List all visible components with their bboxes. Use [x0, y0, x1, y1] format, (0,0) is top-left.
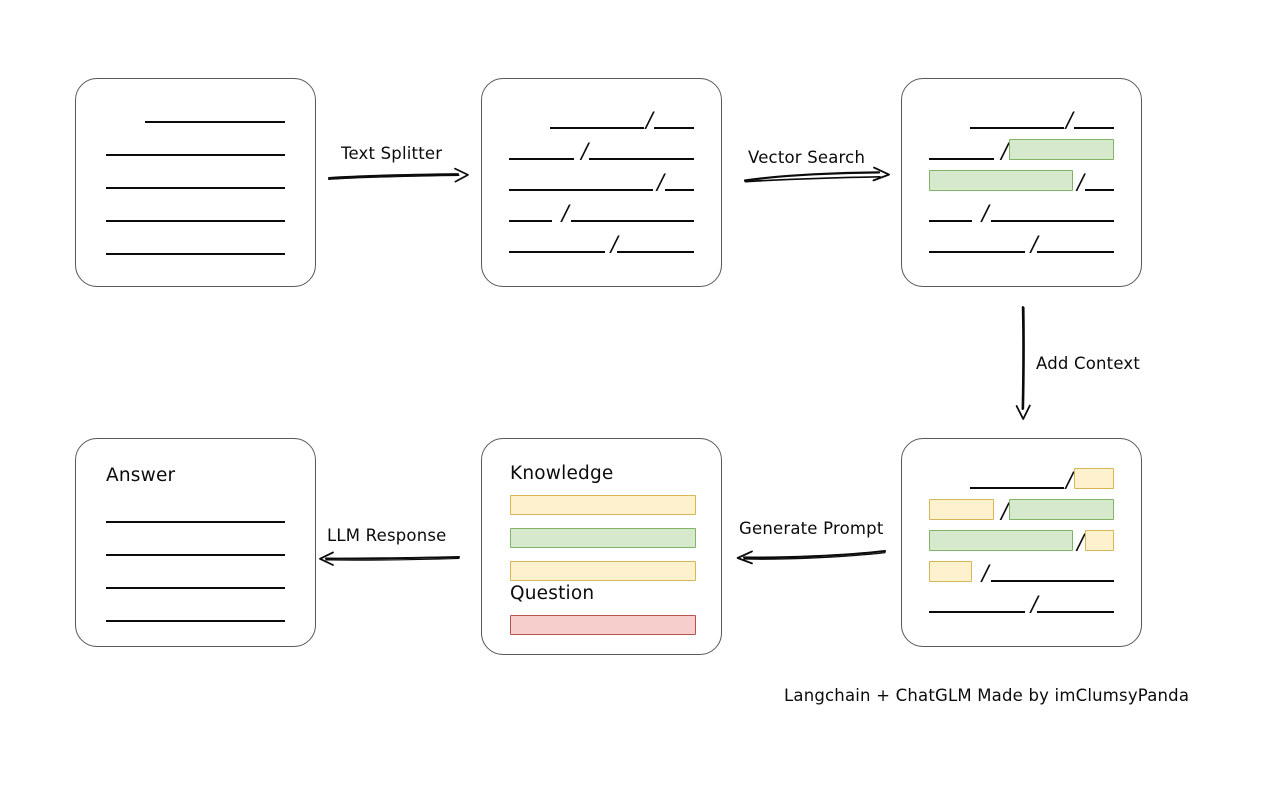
line-1-1-rule — [145, 121, 285, 123]
arrow-llm-response — [319, 551, 461, 566]
line-4-right-rule — [990, 220, 1114, 222]
line-2-right-green-chunk — [1008, 499, 1114, 520]
line-2-separator: / — [581, 139, 589, 163]
line-1-left-rule — [969, 487, 1065, 489]
line-4-left-yellow-chunk — [929, 561, 973, 582]
line-2-left-rule — [509, 158, 574, 160]
line-4-separator: / — [981, 201, 989, 225]
line-2-separator: / — [1001, 499, 1009, 523]
line-1-right-rule — [654, 127, 694, 129]
line-3-separator: / — [657, 170, 665, 194]
line-3-right-rule — [665, 189, 694, 191]
line-3-right-yellow-chunk — [1085, 530, 1114, 551]
line-4-left-rule — [509, 220, 553, 222]
edge-label-llm-response: LLM Response — [327, 526, 447, 545]
node-split-chunks[interactable]: / / / / / — [481, 78, 722, 287]
line-1-separator: / — [1065, 108, 1073, 132]
question-heading: Question — [510, 583, 595, 604]
line-5-left-rule — [929, 611, 1026, 613]
line-5-left-rule — [929, 251, 1026, 253]
edge-label-generate-prompt: Generate Prompt — [739, 519, 884, 538]
edge-label-text-splitter: Text Splitter — [341, 144, 443, 163]
line-2-right-rule — [588, 158, 694, 160]
line-1-right-rule — [1074, 127, 1114, 129]
line-2-left-rule — [929, 158, 994, 160]
line-3-separator: / — [1077, 170, 1085, 194]
line-1-right-yellow-chunk — [1074, 468, 1114, 489]
node-source-document[interactable] — [75, 78, 316, 287]
line-5-right-rule — [617, 251, 694, 253]
line-4-1-rule — [106, 220, 285, 222]
line-4-separator: / — [981, 561, 989, 585]
line-3-left-rule — [509, 189, 654, 191]
node-context-chunks[interactable]: / / / / / — [901, 438, 1142, 647]
credit-text: Langchain + ChatGLM Made by imClumsyPand… — [784, 686, 1190, 705]
line-3-left-green-chunk — [929, 170, 1074, 191]
line-5-separator: / — [1030, 592, 1038, 616]
line-1-1-rule — [106, 521, 285, 523]
knowledge-bar-2 — [510, 528, 696, 548]
answer-heading: Answer — [106, 465, 176, 486]
question-bar-1 — [510, 615, 696, 635]
line-3-1-rule — [106, 187, 285, 189]
arrow-generate-prompt — [736, 549, 887, 565]
line-4-separator: / — [561, 201, 569, 225]
node-answer[interactable]: Answer — [75, 438, 316, 647]
line-1-left-rule — [969, 127, 1065, 129]
line-5-right-rule — [1037, 251, 1114, 253]
line-2-right-green-chunk — [1008, 139, 1114, 160]
line-2-left-yellow-chunk — [929, 499, 994, 520]
line-5-separator: / — [1030, 232, 1038, 256]
node-prompt[interactable]: Knowledge Question — [481, 438, 722, 655]
knowledge-bar-1 — [510, 495, 696, 515]
arrow-text-splitter — [327, 167, 469, 183]
line-4-1-rule — [106, 620, 285, 622]
line-1-separator: / — [1065, 468, 1073, 492]
line-2-separator: / — [1001, 139, 1009, 163]
line-5-separator: / — [610, 232, 618, 256]
line-5-left-rule — [509, 251, 606, 253]
line-3-right-rule — [1085, 189, 1114, 191]
line-2-1-rule — [106, 554, 285, 556]
knowledge-heading: Knowledge — [510, 463, 614, 484]
line-5-right-rule — [1037, 611, 1114, 613]
line-5-1-rule — [106, 253, 285, 255]
line-2-1-rule — [106, 154, 285, 156]
line-1-separator: / — [645, 108, 653, 132]
node-vector-hits[interactable]: / / / / / — [901, 78, 1142, 287]
line-4-left-rule — [929, 220, 973, 222]
knowledge-bar-3 — [510, 561, 696, 581]
line-4-right-rule — [570, 220, 694, 222]
line-1-left-rule — [549, 127, 645, 129]
edge-label-vector-search: Vector Search — [748, 148, 866, 167]
line-4-right-rule — [990, 580, 1114, 582]
line-3-separator: / — [1077, 530, 1085, 554]
line-3-1-rule — [106, 587, 285, 589]
line-3-left-green-chunk — [929, 530, 1074, 551]
arrow-vector-search — [743, 166, 890, 183]
edge-label-add-context: Add Context — [1036, 354, 1141, 373]
arrow-add-context — [1015, 305, 1031, 420]
